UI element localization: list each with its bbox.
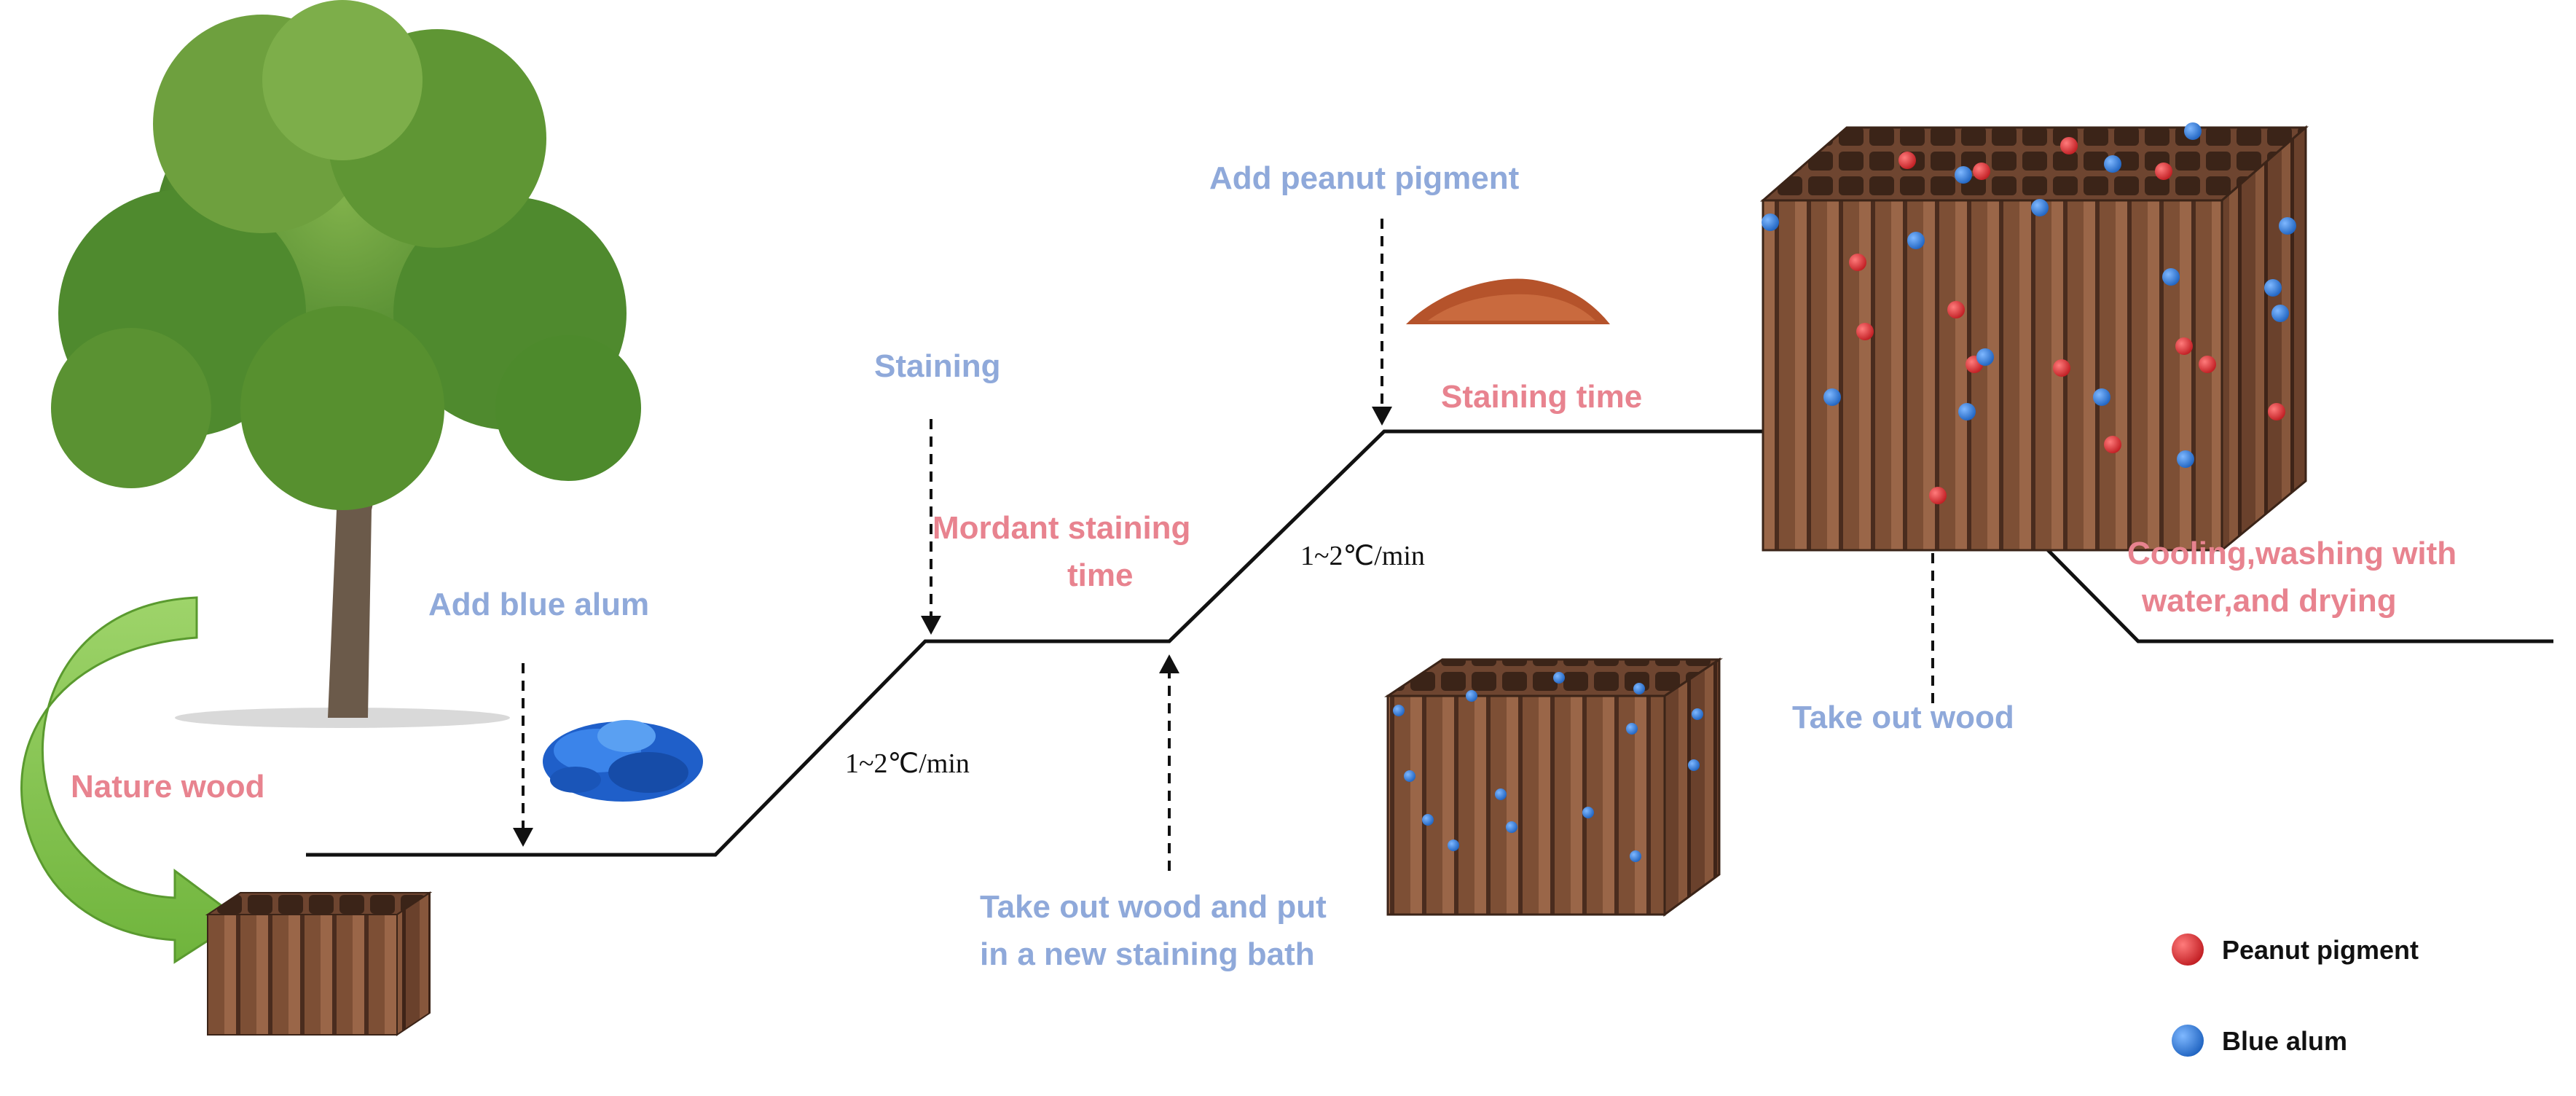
take-out-new-bath-label-line1: Take out wood and put: [980, 889, 1327, 925]
take-out-wood-label: Take out wood: [1792, 700, 2014, 735]
legend-peanut-pigment-dot-icon: [2172, 933, 2204, 966]
mordant-staining-label-line1: Mordant staining: [932, 510, 1191, 546]
medium-wood-block: [1384, 657, 1723, 917]
tree-illustration: [51, 0, 641, 728]
heating-rate-label-1: 1~2℃/min: [845, 748, 970, 779]
temperature-profile-line: [306, 429, 2553, 857]
legend-blue-alum-dot-icon: [2172, 1025, 2204, 1057]
large-wood-block: [1759, 122, 2309, 553]
staining-label: Staining: [874, 348, 1001, 384]
large-block-alum-dots: [1762, 122, 2296, 468]
heating-rate-label-2: 1~2℃/min: [1300, 541, 1425, 571]
take-out-new-bath-label-line2: in a new staining bath: [980, 936, 1315, 972]
staining-time-label: Staining time: [1441, 379, 1643, 415]
nature-wood-label: Nature wood: [71, 769, 265, 805]
add-peanut-pigment-label: Add peanut pigment: [1209, 160, 1520, 196]
small-wood-block: [205, 891, 433, 1036]
cooling-label-line2: water,and drying: [2142, 583, 2397, 619]
green-curved-arrow-icon: [20, 596, 243, 964]
dashed-arrows: [522, 219, 1934, 871]
medium-block-alum-dots: [1393, 672, 1703, 862]
cooling-label-line1: Cooling,washing with: [2127, 536, 2457, 571]
add-blue-alum-label: Add blue alum: [428, 587, 650, 622]
legend-blue-alum-label: Blue alum: [2222, 1026, 2348, 1056]
arrow-heads: [513, 407, 1943, 847]
legend-peanut-pigment-label: Peanut pigment: [2222, 935, 2419, 965]
peanut-pigment-powder-icon: [1406, 278, 1610, 324]
mordant-staining-label-line2: time: [1067, 557, 1134, 593]
blue-alum-crystals-icon: [543, 720, 703, 802]
